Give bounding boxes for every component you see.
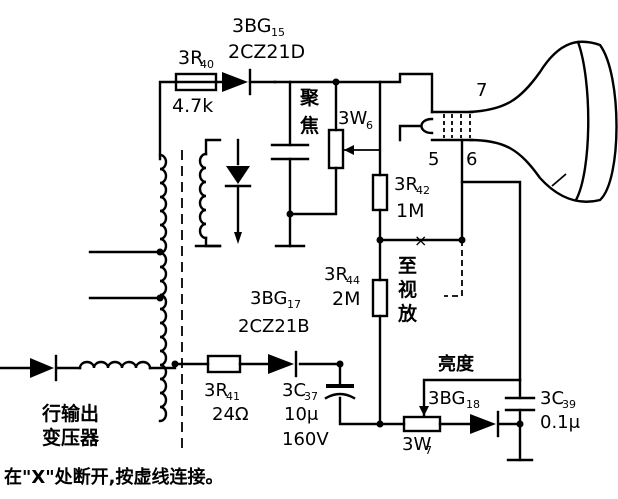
capacitor-c39	[504, 396, 536, 412]
diode-input	[30, 354, 58, 382]
diode-d15	[222, 68, 277, 96]
d18-sub: 18	[466, 398, 480, 411]
d17-type: 2CZ21B	[238, 316, 310, 337]
r41-ref: 3R	[204, 380, 228, 401]
r41-sub: 41	[226, 390, 240, 403]
crt-tube	[420, 40, 618, 203]
pin-7: 7	[476, 80, 487, 101]
r40-sub: 40	[200, 58, 214, 71]
labels: 3BG 15 2CZ21D 3R 40 4.7k 聚 焦 3W 6 7 5 6 …	[4, 15, 581, 488]
c39-sub: 39	[562, 398, 576, 411]
w6-sub: 6	[366, 119, 373, 132]
r42-sub: 42	[416, 184, 430, 197]
w7-ref: 3W	[402, 434, 431, 455]
d15-sub: 15	[271, 26, 285, 39]
d17-ref: 3BG	[250, 288, 287, 309]
c37-sub: 37	[304, 390, 318, 403]
d18-ref: 3BG	[428, 388, 465, 409]
d15-type: 2CZ21D	[228, 41, 305, 63]
flyback-transformer	[78, 138, 252, 450]
c37-ref: 3C	[282, 380, 306, 401]
to-video-2: 视	[398, 278, 417, 301]
resistor-r42	[371, 173, 389, 212]
c39-value: 0.1μ	[540, 412, 581, 433]
c39-ref: 3C	[540, 388, 564, 409]
d17-sub: 17	[287, 298, 301, 311]
d15-ref: 3BG	[232, 15, 272, 37]
caption: 在"X"处断开,按虚线连接。	[4, 466, 223, 488]
capacitor-c37	[324, 384, 356, 400]
resistor-r44	[371, 278, 389, 318]
x-mark: ×	[414, 231, 427, 250]
potentiometer-w6	[327, 128, 354, 170]
diode-d18	[470, 410, 500, 438]
c37-capacitance: 10μ	[284, 404, 319, 425]
r40-ref: 3R	[178, 47, 203, 69]
resistor-r41	[206, 354, 242, 374]
pin-5: 5	[428, 149, 439, 170]
r41-value: 24Ω	[212, 404, 249, 425]
diode-d17	[268, 350, 298, 378]
brightness-label: 亮度	[438, 353, 475, 375]
focus-label-2: 焦	[299, 114, 319, 137]
r44-ref: 3R	[324, 264, 348, 285]
capacitor-focus	[270, 143, 310, 161]
focus-label-1: 聚	[299, 87, 320, 109]
r40-value: 4.7k	[172, 95, 213, 117]
to-video-1: 至	[398, 255, 417, 277]
junctions	[156, 78, 524, 428]
w6-ref: 3W	[338, 108, 367, 129]
transformer-label-1: 行输出	[41, 402, 99, 425]
potentiometer-w7	[402, 406, 442, 433]
to-video-3: 放	[397, 302, 418, 325]
c37-voltage: 160V	[282, 429, 329, 450]
pin-6: 6	[466, 149, 477, 170]
transformer-label-2: 变压器	[42, 426, 100, 449]
r42-value: 1M	[396, 200, 424, 222]
r44-sub: 44	[346, 274, 360, 287]
w7-sub: 7	[425, 444, 432, 457]
resistor-r40	[174, 72, 218, 92]
r42-ref: 3R	[394, 174, 418, 195]
r44-value: 2M	[332, 288, 360, 310]
wires	[0, 72, 534, 462]
